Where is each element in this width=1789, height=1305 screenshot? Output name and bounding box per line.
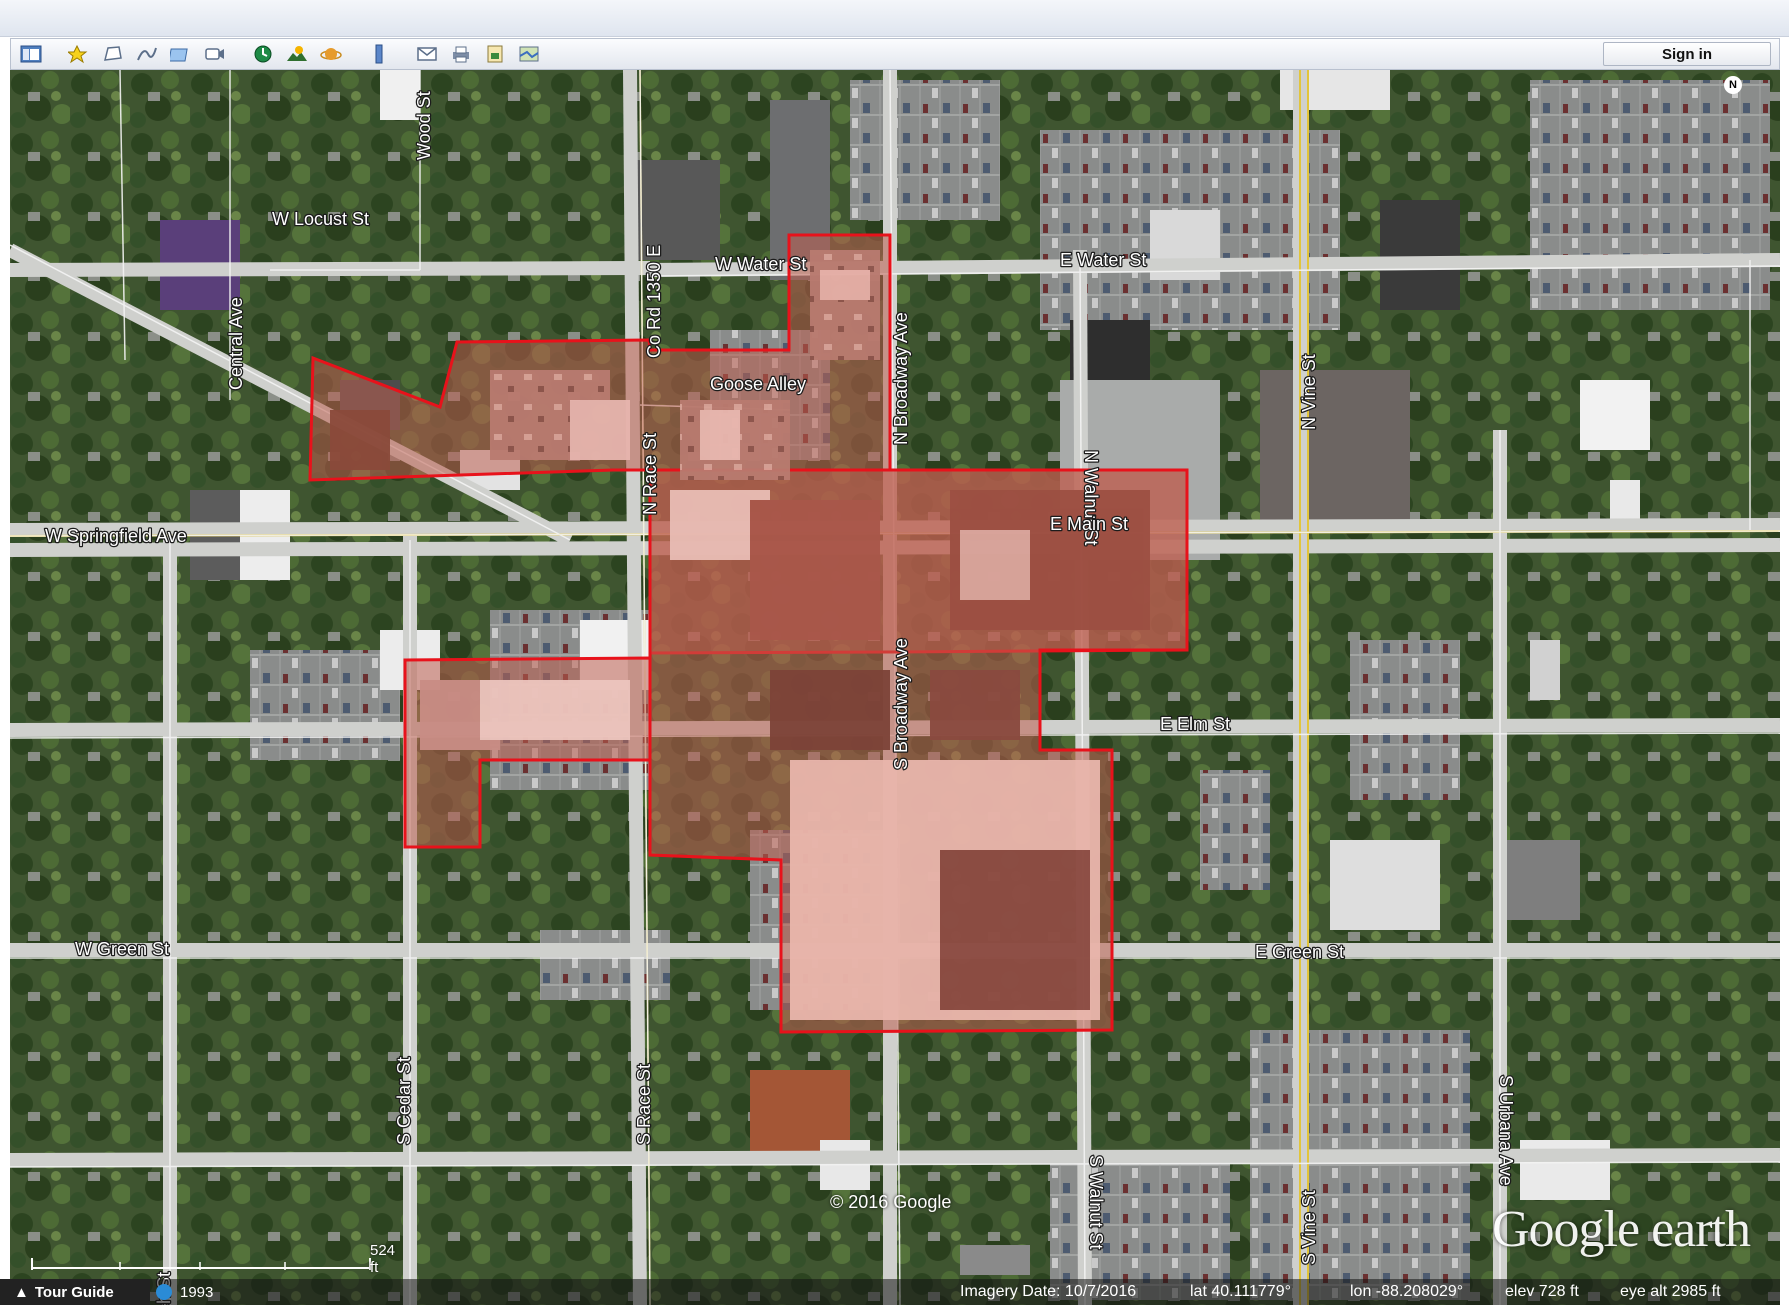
imagery-copyright: © 2016 Google (830, 1192, 952, 1212)
chevron-up-icon: ▲ (14, 1283, 29, 1301)
street-label-e-water: E Water St (1060, 250, 1146, 270)
street-label-n-vine: N Vine St (1299, 354, 1319, 430)
street-label-s-race: S Race St (634, 1064, 654, 1145)
sidebar-toggle-icon[interactable] (17, 42, 45, 66)
sign-in-button[interactable]: Sign in (1603, 42, 1771, 66)
sunlight-icon[interactable] (283, 42, 311, 66)
print-icon[interactable] (447, 42, 475, 66)
add-path-icon[interactable] (133, 42, 161, 66)
street-label-wood: Wood St (414, 91, 434, 160)
imagery-date: Imagery Date: 10/7/2016 (960, 1283, 1137, 1300)
street-label-n-race: N Race St (640, 433, 660, 515)
google-earth-logo: Google earth (1492, 1201, 1751, 1258)
email-icon[interactable] (413, 42, 441, 66)
street-label-w-locust: W Locust St (272, 209, 369, 229)
eye-altitude-readout: eye alt 2985 ft (1620, 1283, 1721, 1300)
historical-year: 1993 (180, 1283, 214, 1301)
street-label-s-cedar: S Cedar St (394, 1057, 414, 1145)
switch-planet-icon[interactable] (317, 42, 345, 66)
street-label-w-green: W Green St (75, 939, 169, 959)
satellite-imagery[interactable]: Wood St W Locust St Central Ave Co Rd 13… (10, 70, 1780, 1305)
add-placemark-icon[interactable] (65, 42, 93, 66)
historical-year-control[interactable]: 1993 (156, 1279, 236, 1305)
street-label-co-rd: Co Rd 1350 E (644, 245, 664, 358)
street-label-n-broadway: N Broadway Ave (891, 312, 911, 445)
street-label-s-broadway: S Broadway Ave (891, 638, 911, 770)
street-label-s-walnut: S Walnut St (1086, 1155, 1106, 1249)
street-label-goose: Goose Alley (710, 374, 806, 394)
ruler-icon[interactable] (365, 42, 393, 66)
scale-bar-label: 524 ft (370, 1242, 396, 1276)
street-label-s-urbana: S Urbana Ave (1496, 1075, 1516, 1186)
save-image-icon[interactable] (481, 42, 509, 66)
tour-guide-label: Tour Guide (34, 1283, 114, 1301)
street-label-e-main: E Main St (1050, 514, 1128, 534)
street-label-e-green: E Green St (1255, 942, 1344, 962)
street-label-central: Central Ave (226, 297, 246, 390)
add-polygon-icon[interactable] (99, 42, 127, 66)
toolbar: Sign in (10, 38, 1780, 70)
map-view[interactable]: Wood St W Locust St Central Ave Co Rd 13… (10, 70, 1780, 1305)
street-label-e-elm: E Elm St (1160, 714, 1230, 734)
compass-north-icon[interactable]: N (1724, 76, 1742, 94)
record-tour-icon[interactable] (201, 42, 229, 66)
window-top-strip (0, 0, 1789, 37)
tour-guide-button[interactable]: ▲ Tour Guide (0, 1279, 150, 1305)
longitude-readout: lon -88.208029° (1350, 1283, 1464, 1300)
street-label-w-springfield: W Springfield Ave (45, 526, 187, 546)
latitude-readout: lat 40.111779° (1190, 1283, 1291, 1300)
add-image-overlay-icon[interactable] (167, 42, 195, 66)
clock-icon (156, 1284, 172, 1300)
view-in-maps-icon[interactable] (515, 42, 543, 66)
street-label-s-vine: S Vine St (1299, 1190, 1319, 1265)
historical-imagery-icon[interactable] (249, 42, 277, 66)
scale-bar: 524 ft (30, 1242, 395, 1276)
status-bar: Imagery Date: 10/7/2016 lat 40.111779° l… (10, 1279, 1780, 1305)
street-label-w-water: W Water St (715, 254, 806, 274)
street-label-n-walnut: N Walnut St (1081, 450, 1101, 545)
elevation-readout: elev 728 ft (1505, 1283, 1579, 1300)
